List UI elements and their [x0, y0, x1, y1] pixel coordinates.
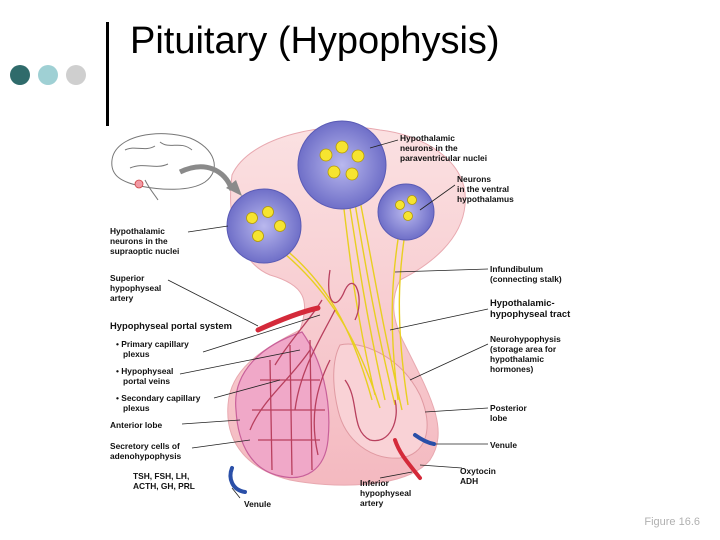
label-secondary-capillary: • Secondary capillary plexus: [116, 393, 201, 413]
superior-artery: [255, 305, 321, 333]
label-infundibulum: Infundibulum (connecting stalk): [490, 264, 562, 284]
label-secretory-cells: Secretory cells of adenohypophysis: [110, 441, 182, 461]
label-portal-veins: • Hypophyseal portal veins: [116, 366, 174, 386]
venule-left: [228, 466, 247, 494]
brain-zoom-arrow: [178, 164, 235, 191]
label-anterior-lobe: Anterior lobe: [110, 420, 163, 430]
label-inferior-artery: Inferior hypophyseal artery: [360, 478, 412, 508]
leader-lines: [167, 139, 489, 499]
decor-dot-1: [10, 65, 30, 85]
supraoptic-bubble: [226, 188, 302, 264]
label-tract: Hypothalamic- hypophyseal tract: [490, 297, 571, 319]
label-supraoptic: Hypothalamic neurons in the supraoptic n…: [110, 226, 180, 256]
paraventricular-bubble: [297, 120, 387, 210]
brain-pituitary-marker: [134, 179, 144, 189]
label-venule-right: Venule: [490, 440, 517, 450]
label-posterior-lobe: Posterior lobe: [490, 403, 527, 423]
inferior-artery: [393, 438, 422, 480]
label-primary-capillary: • Primary capillary plexus: [116, 339, 189, 359]
decor-dot-2: [38, 65, 58, 85]
brain-inset: [111, 133, 215, 201]
label-neurohypophysis: Neurohypophysis (storage area for hypoth…: [490, 334, 561, 374]
label-paraventricular: Hypothalamic neurons in the paraventricu…: [400, 133, 488, 163]
page-title: Pituitary (Hypophysis): [130, 20, 500, 62]
label-posterior-hormones: Oxytocin ADH: [460, 466, 496, 486]
label-portal-system: Hypophyseal portal system: [110, 320, 232, 331]
label-anterior-hormones: TSH, FSH, LH, ACTH, GH, PRL: [133, 471, 195, 491]
figure-number: Figure 16.6: [644, 516, 700, 528]
portal-vessels: [249, 269, 397, 476]
title-divider: [106, 22, 109, 126]
neuron-cell-bodies: [246, 140, 417, 242]
label-superior-artery: Superior hypophyseal artery: [110, 273, 162, 303]
venule-right: [413, 433, 436, 446]
decor-dot-3: [66, 65, 86, 85]
label-ventral-neurons: Neurons in the ventral hypothalamus: [457, 174, 514, 204]
label-venule-left: Venule: [244, 499, 271, 509]
